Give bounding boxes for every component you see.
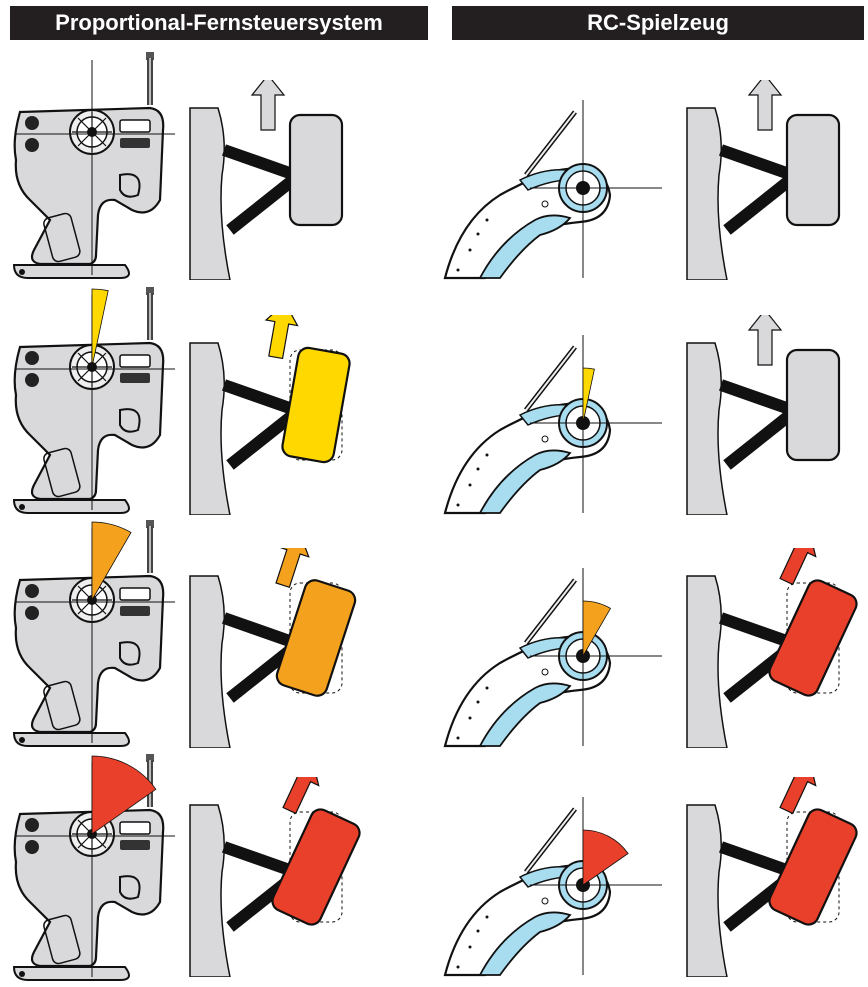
row-2-proportional-wheel (188, 315, 388, 515)
toy-wall-icon (687, 805, 727, 977)
row-2-toy-transmitter (440, 335, 680, 515)
row-4-toy-wheel (685, 777, 868, 977)
proportional-wall-icon (190, 108, 230, 280)
toy-wall-icon (687, 343, 727, 515)
proportional-arrow-icon (252, 80, 284, 130)
row-4-toy-transmitter (440, 797, 680, 977)
proportional-tire-icon (290, 115, 342, 225)
toy-tire-icon (787, 115, 839, 225)
row-1-toy-transmitter (440, 100, 680, 280)
row-3-toy-wheel (685, 548, 868, 748)
row-4-proportional-transmitter (0, 752, 180, 977)
toy-arrow-icon (749, 315, 781, 365)
row-1-toy-wheel (685, 80, 868, 280)
row-3-proportional-transmitter (0, 518, 180, 748)
row-3-toy-transmitter (440, 568, 680, 748)
proportional-wall-icon (190, 576, 230, 748)
toy-wall-icon (687, 576, 727, 748)
toy-wall-icon (687, 108, 727, 280)
proportional-arrow-icon (260, 315, 301, 360)
row-3-proportional-wheel (188, 548, 388, 748)
row-1-proportional-wheel (188, 80, 388, 280)
row-2-toy-wheel (685, 315, 868, 515)
row-1-proportional-transmitter (0, 50, 180, 280)
header-proportional-system: Proportional-Fernsteuersystem (10, 6, 428, 40)
toy-tire-icon (787, 350, 839, 460)
proportional-wall-icon (190, 805, 230, 977)
proportional-wall-icon (190, 343, 230, 515)
row-4-proportional-wheel (188, 777, 388, 977)
proportional-tire-icon (281, 346, 351, 463)
header-rc-toy: RC-Spielzeug (452, 6, 864, 40)
toy-arrow-icon (749, 80, 781, 130)
row-2-proportional-transmitter (0, 285, 180, 515)
